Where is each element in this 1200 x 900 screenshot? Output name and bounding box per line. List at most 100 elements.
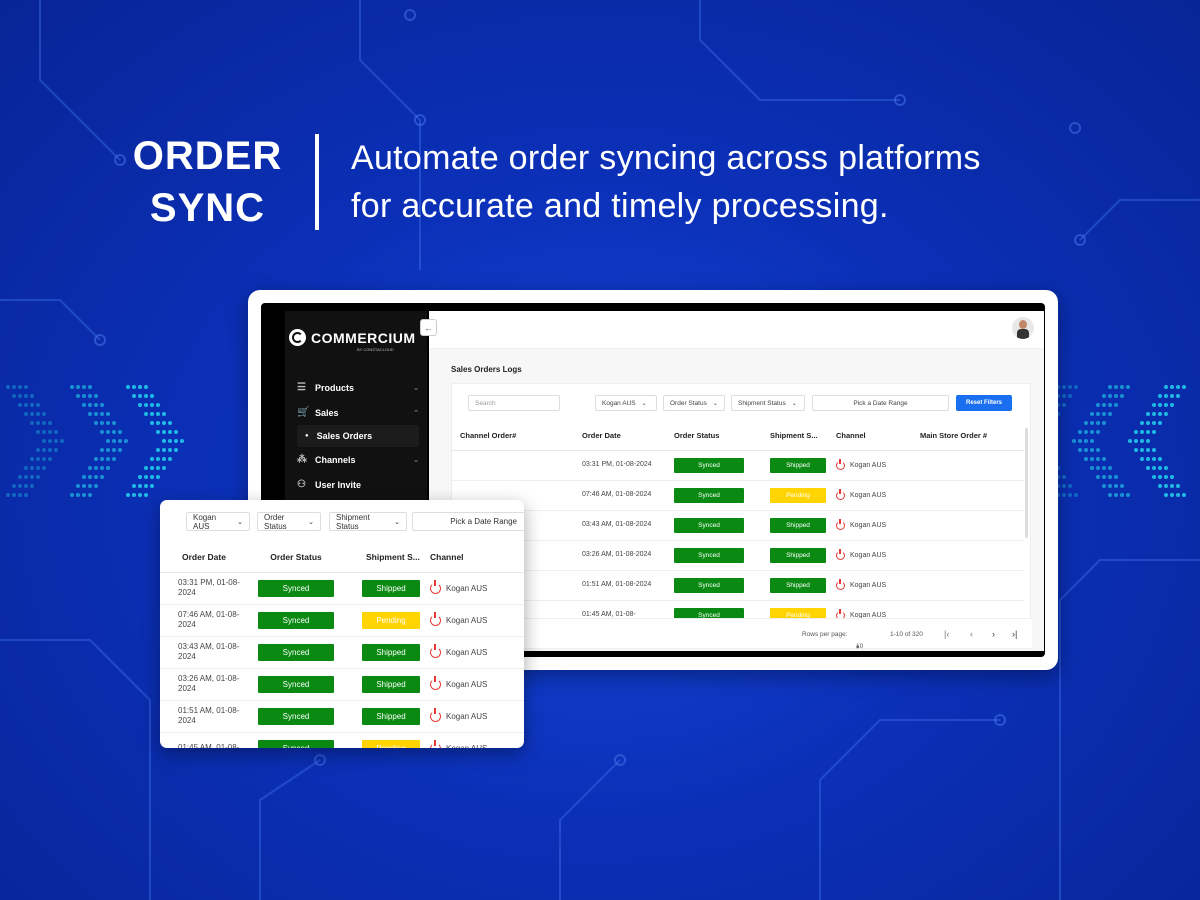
dot (1074, 385, 1078, 389)
headline-title-line2: SYNC (149, 186, 266, 230)
column-header[interactable]: Main Store Order # (920, 422, 1024, 451)
dot (138, 403, 142, 407)
dot (1068, 484, 1072, 488)
order-status-select[interactable]: Order Status ⌄ (257, 512, 321, 531)
shipment-status-select[interactable]: Shipment Status ⌄ (731, 395, 805, 411)
collapse-sidebar-button[interactable]: ← (420, 319, 437, 336)
dot (1062, 475, 1066, 479)
sidebar-item-user-invite[interactable]: ⚇ User Invite (297, 472, 419, 497)
column-header[interactable]: Channel (830, 422, 920, 451)
status-badge: Shipped (770, 457, 826, 473)
date-range-picker[interactable]: Pick a Date Range (412, 512, 524, 531)
order-date-cell: 03:31 PM, 01-08-2024 (160, 572, 248, 605)
dot (94, 421, 98, 425)
shipment-status-select[interactable]: Shipment Status ⌄ (329, 512, 407, 531)
sidebar-item-sales[interactable]: 🛒 Sales ⌃ (297, 400, 419, 425)
order-status-select-value: Order Status (264, 512, 287, 531)
status-badge: Synced (258, 675, 334, 693)
dot (1108, 385, 1112, 389)
dot (18, 394, 22, 398)
dot (1102, 403, 1106, 407)
dot (1152, 475, 1156, 479)
first-page-icon[interactable]: |‹ (944, 629, 950, 639)
sidebar-item-label: User Invite (315, 479, 362, 490)
sidebar-nav: ☰ Products ⌄ 🛒 Sales ⌃ ● Sales Orders ⁂ … (297, 375, 419, 497)
channel-cell: Kogan AUS (830, 510, 920, 541)
dot (1158, 421, 1162, 425)
dot (1090, 421, 1094, 425)
dot (1090, 466, 1094, 470)
order-status-cell: Synced (674, 480, 756, 511)
order-date-cell: 01:45 AM, 01-08- (160, 732, 248, 748)
dot (1164, 475, 1168, 479)
power-icon (836, 458, 845, 470)
dot (1108, 484, 1112, 488)
channel-select[interactable]: Kogan AUS ⌄ (186, 512, 250, 531)
dot (54, 430, 58, 434)
column-header[interactable]: Order Status (674, 422, 756, 451)
column-header[interactable]: Channel (430, 542, 524, 573)
dot (126, 385, 130, 389)
order-date-cell: 03:26 AM, 01-08-2024 (160, 668, 248, 701)
dot (1158, 484, 1162, 488)
channel-name: Kogan AUS (446, 583, 488, 593)
dot (1176, 385, 1180, 389)
dot (156, 448, 160, 452)
main-store-order-cell (920, 540, 1024, 571)
dot (1078, 448, 1082, 452)
column-header[interactable]: Shipment S... (756, 422, 830, 451)
sidebar-item-channels[interactable]: ⁂ Channels ⌄ (297, 447, 419, 472)
dot (1152, 448, 1156, 452)
date-range-picker[interactable]: Pick a Date Range (812, 395, 949, 411)
avatar[interactable] (1012, 317, 1034, 339)
bullet-icon: ● (305, 433, 309, 439)
next-page-icon[interactable]: › (992, 629, 995, 639)
order-status-select[interactable]: Order Status ⌄ (663, 395, 725, 411)
column-header[interactable]: Order Date (160, 542, 248, 573)
last-page-icon[interactable]: ›| (1012, 629, 1018, 639)
dot (24, 493, 28, 497)
dot (1062, 394, 1066, 398)
dot (1056, 475, 1060, 479)
prev-page-icon[interactable]: ‹ (970, 629, 973, 639)
dot (1114, 385, 1118, 389)
dot (1176, 484, 1180, 488)
column-header[interactable]: Order Date (582, 422, 674, 451)
column-header[interactable]: Shipment S... (344, 542, 430, 573)
column-header[interactable]: Channel Order# (452, 422, 582, 451)
sidebar-item-sales-orders[interactable]: ● Sales Orders (297, 425, 419, 447)
power-icon (430, 579, 441, 594)
reset-filters-button[interactable]: Reset Filters (956, 395, 1012, 411)
dot (150, 403, 154, 407)
sidebar-item-label: Sales (315, 407, 339, 418)
scrollbar[interactable] (1025, 428, 1028, 538)
dot (1096, 457, 1100, 461)
dot (1096, 475, 1100, 479)
column-header[interactable]: Order Status (248, 542, 344, 573)
sidebar-item-products[interactable]: ☰ Products ⌄ (297, 375, 419, 400)
dot (1062, 385, 1066, 389)
dot (1126, 385, 1130, 389)
channel-cell: Kogan AUS (430, 700, 524, 733)
brand-logo[interactable]: COMMERCIUM (289, 329, 416, 346)
shipment-status-select-value: Shipment Status (738, 399, 786, 407)
dot (42, 412, 46, 416)
dot (100, 412, 104, 416)
dot (162, 439, 166, 443)
dot (1134, 448, 1138, 452)
dot (1134, 430, 1138, 434)
dot (100, 421, 104, 425)
channel-select[interactable]: Kogan AUS ⌄ (595, 395, 657, 411)
search-input[interactable]: Search (468, 395, 560, 411)
